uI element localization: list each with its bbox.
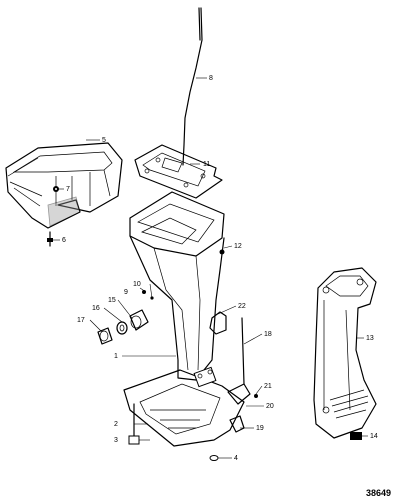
part-screw-6 — [47, 231, 53, 247]
callout-3: 3 — [114, 437, 118, 444]
part-bushing-15 — [129, 309, 149, 331]
part-driveshaft-housing — [123, 191, 245, 447]
part-extension-housing-13 — [313, 267, 377, 439]
callout-10: 10 — [133, 281, 141, 288]
callout-19: 19 — [256, 425, 264, 432]
part-screw-21 — [254, 394, 258, 398]
part-plug-17 — [97, 327, 113, 345]
drawing-reference-number: 38649 — [366, 488, 391, 498]
callout-8: 8 — [209, 75, 213, 82]
part-washer-4 — [209, 455, 219, 461]
part-seal-16 — [116, 321, 128, 335]
callout-18: 18 — [264, 331, 272, 338]
callout-12: 12 — [234, 243, 242, 250]
part-nut-3 — [128, 435, 140, 445]
part-screw-12 — [219, 249, 225, 255]
leader-lines — [52, 77, 368, 459]
callout-labels: 8 5 11 7 6 12 9 10 15 16 17 22 18 13 1 2… — [62, 75, 378, 462]
part-washer-7 — [53, 186, 59, 192]
callout-6: 6 — [62, 237, 66, 244]
callout-20: 20 — [266, 403, 274, 410]
part-bracket-20 — [227, 383, 251, 405]
callout-11: 11 — [203, 161, 210, 168]
part-clip-22 — [209, 311, 227, 335]
callout-14: 14 — [370, 433, 378, 440]
callout-1: 1 — [114, 353, 118, 360]
callout-9: 9 — [124, 289, 128, 296]
part-gasket — [134, 144, 223, 199]
callout-16: 16 — [92, 305, 100, 312]
callout-2: 2 — [114, 421, 118, 428]
callout-4: 4 — [234, 455, 238, 462]
part-fastener-9-10 — [142, 290, 154, 300]
part-nut-19 — [229, 415, 245, 433]
part-shift-shaft — [182, 7, 203, 166]
callout-17: 17 — [77, 317, 85, 324]
callout-7: 7 — [66, 186, 70, 193]
part-exhaust-shroud — [5, 142, 123, 229]
part-shift-link-18 — [241, 317, 245, 385]
callout-22: 22 — [238, 303, 246, 310]
callout-5: 5 — [102, 137, 106, 144]
callout-13: 13 — [366, 335, 374, 342]
callout-21: 21 — [264, 383, 272, 390]
callout-15: 15 — [108, 297, 116, 304]
part-block-14 — [350, 432, 362, 440]
